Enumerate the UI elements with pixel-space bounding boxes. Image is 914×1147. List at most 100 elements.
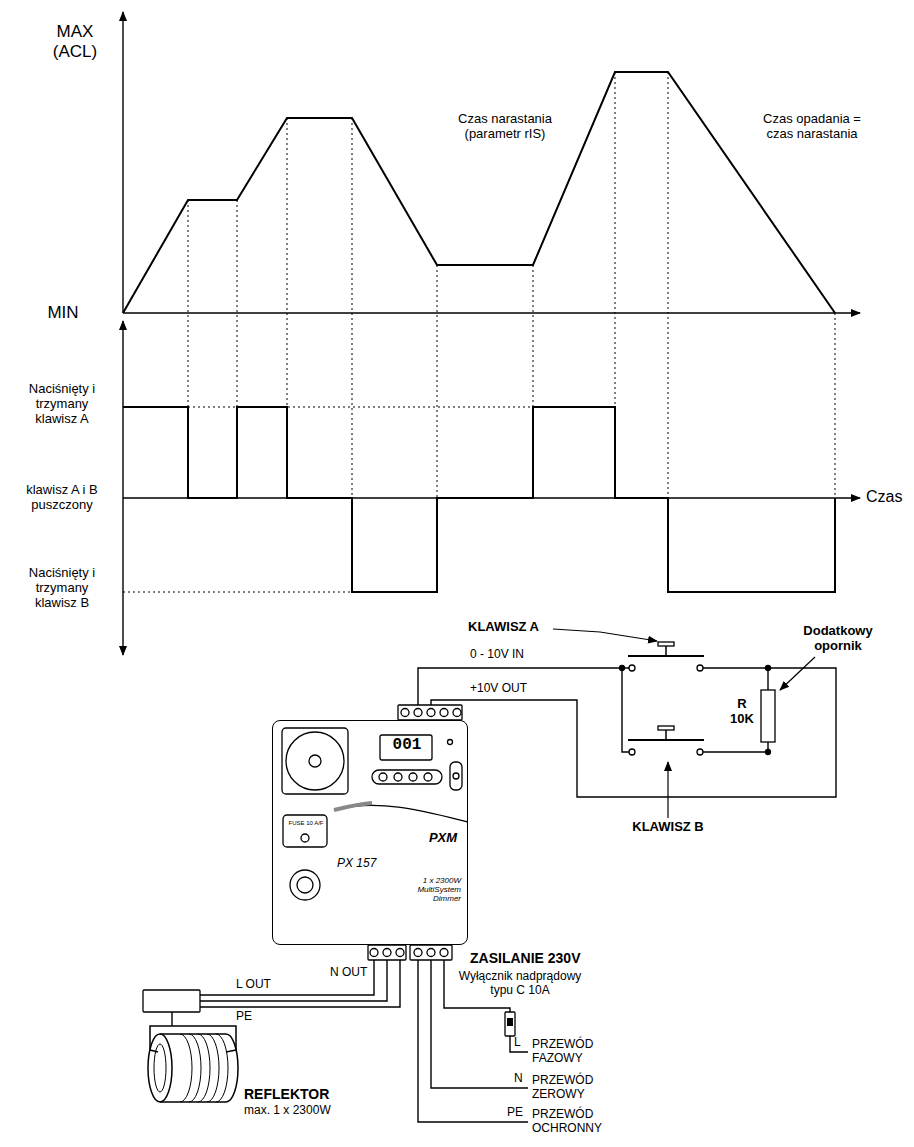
brand-logo: PXM	[421, 831, 465, 845]
wire-description: PRZEWÓD OCHRONNY	[532, 1108, 618, 1136]
button-label: KLAWISZ A	[468, 620, 568, 635]
level-guide	[123, 407, 533, 408]
status-led	[448, 740, 453, 745]
junction-dot	[620, 666, 625, 671]
time-axis	[123, 312, 860, 313]
display-digits: 001	[381, 737, 433, 755]
terminal-screw	[453, 709, 461, 717]
terminal-screw	[414, 709, 422, 717]
time-guide	[352, 118, 353, 498]
axis-label: Czas	[866, 488, 906, 506]
phase-wire	[510, 1036, 528, 1052]
display	[380, 735, 432, 760]
button-cap	[658, 726, 674, 730]
wire-name: PE	[507, 1106, 527, 1120]
button-contact	[629, 665, 635, 671]
supply-heading: ZASILANIE 230V	[470, 950, 620, 966]
time-guide	[615, 72, 616, 407]
terminal-screw	[370, 949, 378, 957]
lamp-rib	[207, 1034, 219, 1102]
output-wire	[200, 960, 374, 995]
panel-button	[409, 773, 417, 781]
switch-knob	[453, 773, 459, 779]
cable-connector	[143, 990, 200, 1012]
button-panel	[372, 770, 442, 784]
terminal-screw	[427, 949, 435, 957]
wire-name: L	[514, 1036, 528, 1050]
axis-label: MAX (ACL)	[40, 22, 110, 61]
breaker-toggle	[507, 1018, 513, 1026]
knob-cap	[297, 877, 313, 893]
terminal-screw	[401, 709, 409, 717]
timing-note: Czas opadania = czas narastania	[756, 112, 868, 142]
button-stem	[665, 730, 667, 740]
lamp-rib	[180, 1034, 192, 1102]
fuse-label: FUSE 10 A/F	[285, 820, 327, 827]
lamp-illustration	[148, 1034, 238, 1102]
lamp-rib	[198, 1034, 210, 1102]
wire-name: PE	[236, 1010, 266, 1024]
state-label: klawisz A i B puszczony	[6, 483, 118, 513]
lamp-rating: max. 1 x 2300W	[244, 1104, 374, 1118]
timing-note: Czas narastania (parametr rIS)	[449, 112, 561, 142]
terminal-screw	[383, 949, 391, 957]
lamp-stem	[171, 1012, 172, 1026]
output-terminal	[368, 945, 406, 960]
value-axis	[122, 12, 123, 313]
housing-band	[334, 805, 468, 822]
brightness-curve	[123, 72, 835, 313]
time-guide	[437, 265, 438, 498]
circuit-breaker	[505, 1012, 515, 1036]
terminal-screw	[440, 709, 448, 717]
wire-name: L OUT	[236, 978, 286, 992]
wire-description: PRZEWÓD FAZOWY	[532, 1038, 612, 1066]
model-name: PX 157	[337, 857, 417, 870]
model-description: 1 x 2300W MultiSystem Dimmer	[399, 877, 461, 903]
button-contact	[629, 749, 635, 755]
terminal-screw	[427, 709, 435, 717]
signal-name: +10V OUT	[470, 682, 550, 696]
button-stem	[665, 646, 667, 656]
state-label: Naciśnięty i trzymany klawisz A	[17, 382, 107, 427]
wire-name: N	[514, 1072, 528, 1086]
time-guide	[835, 313, 836, 498]
terminal-screw	[414, 949, 422, 957]
control-terminal	[398, 705, 462, 720]
lamp-label: REFLEKTOR	[244, 1086, 374, 1102]
side-switch	[450, 762, 462, 790]
lamp-lens	[148, 1034, 172, 1102]
output-wire	[200, 960, 387, 1001]
resistor-lead	[703, 742, 768, 752]
panel-button	[394, 773, 402, 781]
supply-wire	[431, 668, 836, 797]
wire-name: N OUT	[330, 966, 374, 980]
time-guide	[287, 118, 288, 407]
lamp-yoke	[150, 1050, 236, 1052]
fan-hub	[309, 755, 321, 767]
fuse-holder	[283, 815, 327, 847]
breaker-label: Wyłącznik nadprądowy typu C 10A	[454, 970, 586, 998]
button-contact	[697, 749, 703, 755]
resistor-label: Dodatkowy opornik	[793, 624, 883, 654]
resistor-lead	[767, 668, 768, 690]
button-label: KLAWISZ B	[618, 820, 718, 835]
signal-wire	[622, 668, 629, 752]
earth-wire	[200, 960, 400, 1007]
time-guide	[668, 72, 669, 498]
dimmer-housing: 001PXM PX 157 1 x 2300W MultiSystem Dimmer…	[272, 720, 468, 945]
panel-button	[424, 773, 432, 781]
state-label: Naciśnięty i trzymany klawisz B	[17, 566, 107, 611]
junction-dot	[766, 750, 771, 755]
state-axis	[122, 321, 123, 655]
lamp-rib	[189, 1034, 201, 1102]
junction-dot	[766, 666, 771, 671]
axis-label: MIN	[38, 303, 88, 323]
signal-name: 0 - 10V IN	[470, 648, 550, 662]
lamp-rib	[216, 1034, 228, 1102]
button-signal	[123, 407, 835, 592]
panel-button	[379, 773, 387, 781]
resistor-symbol	[761, 690, 775, 742]
wire-description: PRZEWÓD ZEROWY	[532, 1074, 612, 1102]
button-cap	[658, 642, 674, 646]
resistor-value: R 10K	[726, 697, 758, 727]
